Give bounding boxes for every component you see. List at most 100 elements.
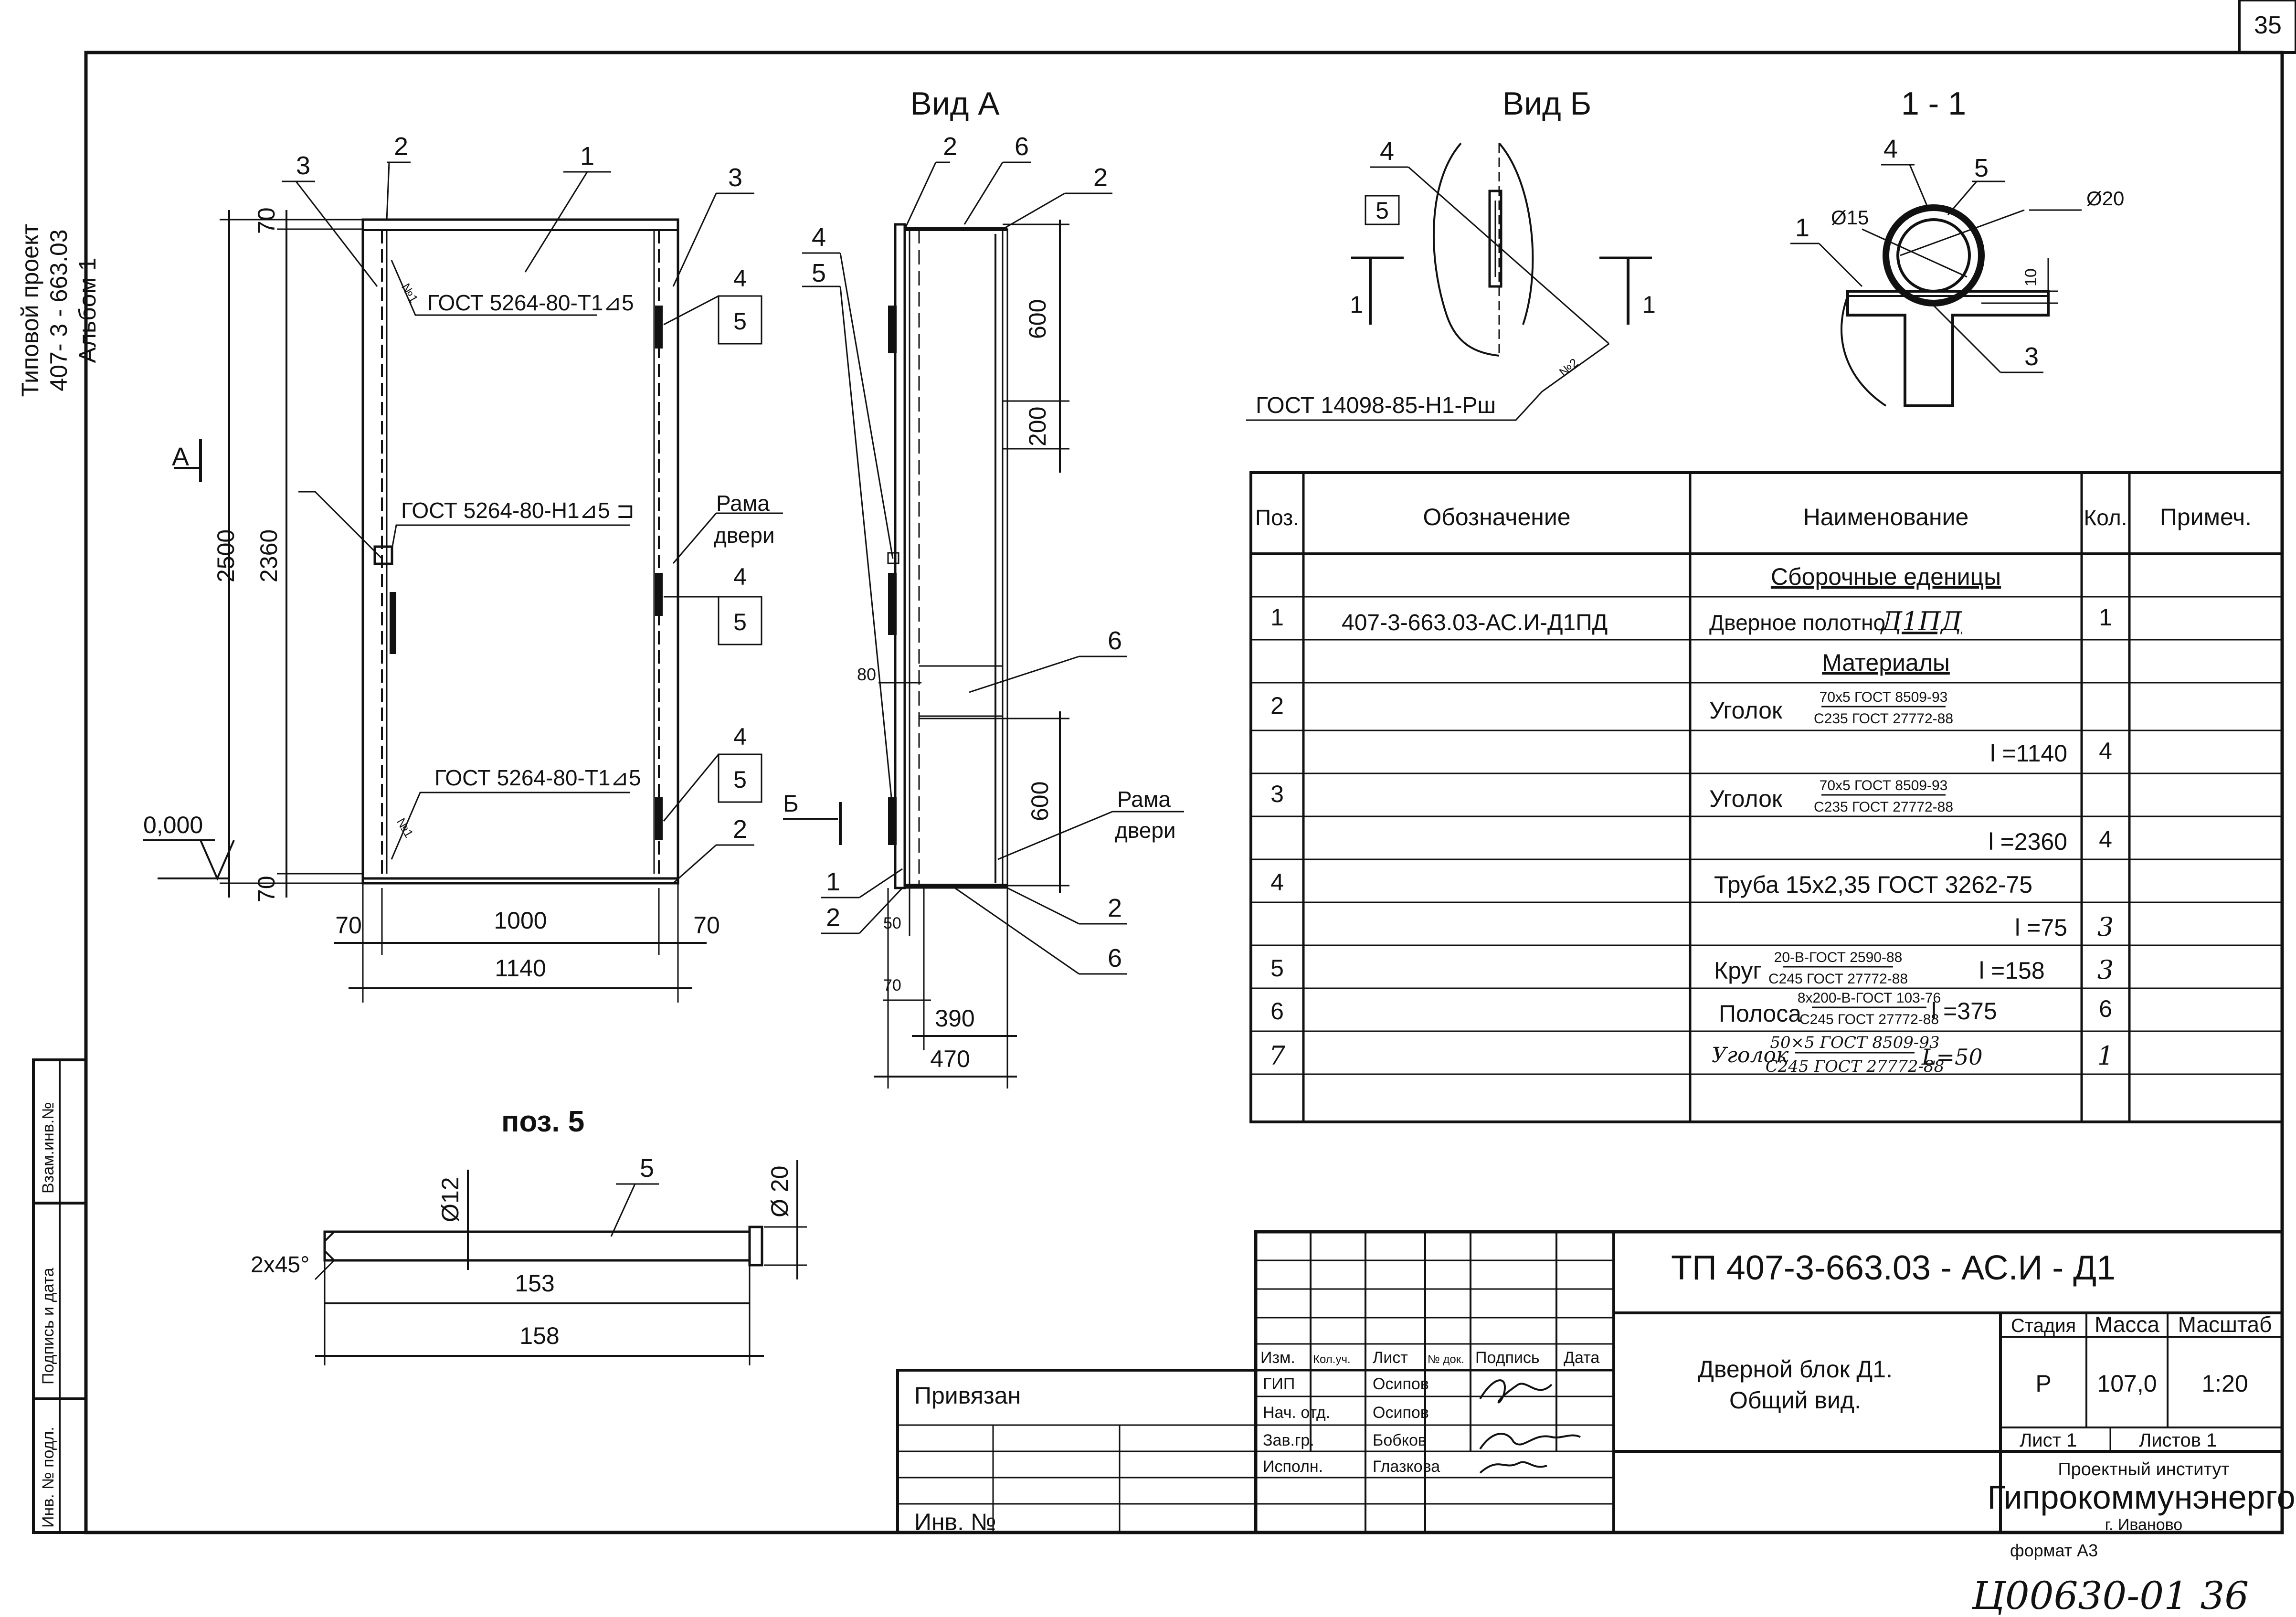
tb-name-3: Бобков [1373,1431,1427,1449]
spec-r10-qty: 1 [2097,1041,2114,1071]
signatures [1479,1379,1581,1474]
spec-r9-len: l =375 [1931,998,1997,1025]
dim-70-right: 70 [693,912,720,939]
tb-name-4: Глазкова [1373,1458,1440,1476]
tb-stadia-h: Стадия [2011,1315,2076,1336]
spec-r8-qty: 3 [2097,955,2114,985]
weld-bot: №1 [394,815,416,840]
dim-1000: 1000 [494,907,547,934]
vidb-pos-4: 4 [1380,137,1394,166]
spec-r9-frac-bot: С245 ГОСТ 27772-88 [1799,1012,1939,1027]
side-rama-2: двери [1115,818,1176,843]
section-pos-4: 4 [1883,135,1898,163]
sheet-number: 35 [2254,11,2282,39]
front-pos-4c: 4 [733,723,747,750]
spec-r7-len: l =75 [2015,914,2067,941]
format-label: формат А3 [2010,1541,2098,1560]
section-title: 1 - 1 [1901,85,1966,122]
spec-r10-frac-bot: С245 ГОСТ 27772-88 [1766,1057,1945,1076]
podpis-label: Подпись и дата [39,1268,57,1384]
view-b: Вид Б 1 1 4 5 №2 ГОСТ 14098-85-Н1-Рш [1246,85,1656,421]
tb-doc-code: ТП 407-3-663.03 - АС.И - Д1 [1671,1249,2116,1287]
spec-h-pos: Поз. [1255,505,1299,530]
side-pos-6b: 6 [1108,944,1122,972]
vidb-mark-1: 1 [1350,291,1363,318]
inv-label: Инв. № [914,1509,996,1535]
privyazan-label: Привязан [914,1382,1021,1409]
spec-r10-pos: 7 [1269,1041,1286,1071]
side-pos-1: 1 [826,867,840,896]
front-view: 70 2500 2360 70 70 1000 70 1140 0,000 А … [143,132,783,1003]
spec-r6-name: Труба 15x2,35 ГОСТ 3262-75 [1714,871,2032,898]
spec-r8-len: l =158 [1979,957,2045,984]
front-pos-2b: 2 [733,815,747,844]
side-pos-2r: 2 [1093,163,1108,192]
tb-stadia: Р [2035,1370,2051,1397]
spec-row-lines [1251,596,2282,1075]
dim-70-left: 70 [335,912,362,939]
spec-r5-qty: 4 [2099,826,2112,853]
tb-list: Лист 1 [2020,1430,2077,1451]
front-pos-2: 2 [394,132,408,161]
tb-role-gip: ГИП [1263,1375,1295,1393]
spec-r1-pos: 1 [1270,604,1284,631]
dim-70-top: 70 [253,207,280,234]
dim-70-bot: 70 [253,876,280,902]
poz5-detail: поз. 5 2x45° Ø12 Ø 20 5 153 158 [251,1105,807,1365]
spec-r6-pos: 4 [1270,869,1284,896]
tb-h-ndok: № док. [1428,1353,1464,1366]
section-mark-b: Б [783,790,799,817]
tb-org-1: Проектный институт [2058,1459,2229,1480]
callout-4-5-a: 4 5 [663,265,762,345]
poz5-title: поз. 5 [501,1105,584,1138]
tb-role-nach: Нач. отд. [1263,1404,1330,1422]
callout-4-5-b: 4 5 [664,563,762,645]
poz5-d12: Ø12 [437,1177,464,1222]
tb-massa: 107,0 [2097,1370,2157,1397]
section-d15: Ø15 [1831,206,1869,229]
side-pos-6: 6 [1015,132,1029,161]
spec-group-1: Сборочные еденицы [1771,563,2001,590]
bottom-stamp: Ц00630-01 36 [1971,1574,2249,1617]
tb-name-1-line: Дверной блок Д1. [1698,1356,1893,1383]
spec-h-qty: Кол. [2084,505,2127,530]
callout-4-5-c: 4 5 [663,723,762,822]
side-dim-50: 50 [883,914,901,932]
side-dim-390: 390 [935,1005,974,1032]
spec-r5-len: l =2360 [1989,828,2067,855]
view-a-title: Вид А [910,85,1000,122]
side-dim-80: 80 [857,665,876,684]
view-b-title: Вид Б [1502,85,1592,122]
section-pos-5: 5 [1974,154,1989,182]
tb-name-1: Осипов [1373,1375,1429,1393]
dim-2500: 2500 [212,529,239,582]
tb-org-3: г. Иваново [2105,1516,2182,1534]
vidb-weld: №2 [1556,355,1581,379]
spec-r1-qty: 1 [2099,604,2112,631]
poz5-len-158: 158 [519,1322,559,1349]
front-pos-3r: 3 [728,163,742,192]
spec-r8-name: Круг [1714,957,1762,984]
spec-r9-frac-top: 8x200-В-ГОСТ 103-76 [1798,990,1941,1006]
spec-h-name: Наименование [1803,504,1969,530]
spec-r4-frac-top: 70x5 ГОСТ 8509-93 [1820,778,1948,793]
spec-r1-name-hw: Д1ПД [1880,606,1962,636]
level-mark: 0,000 [143,812,203,838]
side-pos-2b: 2 [826,903,840,932]
side-strip-l2: 407- 3 - 663.03 [45,229,72,391]
spec-r10-len: L=50 [1921,1044,1983,1070]
poz5-chamfer: 2x45° [251,1252,309,1278]
side-strip: Типовой проект 407- 3 - 663.03 Альбом 1 [17,224,101,397]
front-rama-2: двери [714,523,775,548]
side-dim-600a: 600 [1024,299,1051,339]
section-d10: 10 [2022,268,2040,286]
tb-masshtab: 1:20 [2201,1370,2248,1397]
spec-r8-frac-top: 20-В-ГОСТ 2590-88 [1774,950,1903,965]
poz5-pos-5: 5 [640,1154,654,1183]
tb-h-izm: Изм. [1260,1349,1295,1367]
side-dim-200: 200 [1024,407,1051,446]
gost-mid: ГОСТ 5264-80-Н1⊿5 ⊐ [401,498,635,523]
spec-r8-frac-bot: С245 ГОСТ 27772-88 [1768,971,1908,987]
spec-r1-code: 407-3-663.03-АС.И-Д1ПД [1342,610,1608,635]
